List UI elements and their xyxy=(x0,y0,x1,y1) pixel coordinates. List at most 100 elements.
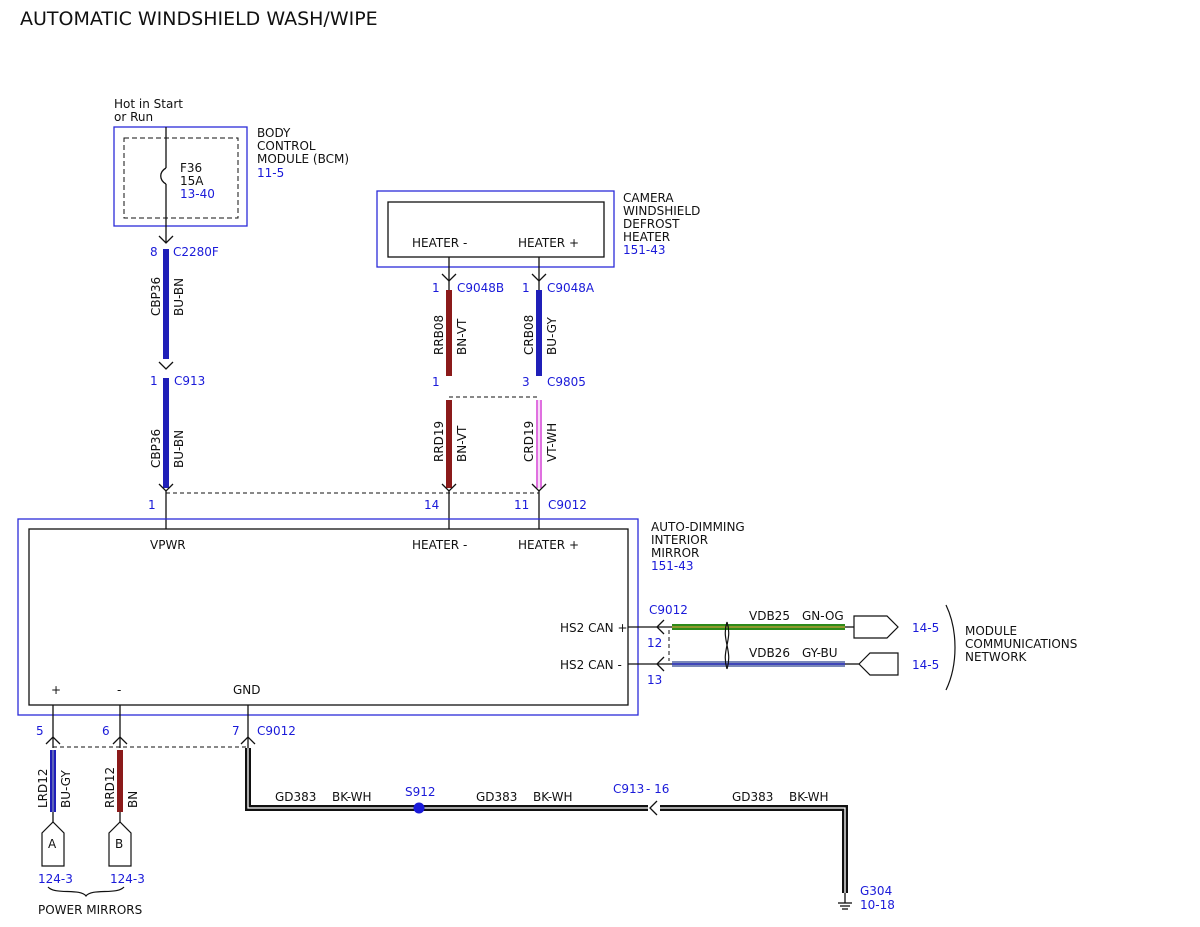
can-pos-offpage-arrow[interactable] xyxy=(853,615,899,639)
gd383-b-color: BK-WH xyxy=(533,790,573,804)
c9012-can-pos-symbol xyxy=(656,619,665,635)
c9012-pin-plus: 5 xyxy=(36,724,44,738)
gd383-stripe-to-c913 xyxy=(247,748,648,809)
bcm-name-line1: BODY xyxy=(257,126,291,140)
c9012-can-name[interactable]: C9012 xyxy=(649,603,688,617)
c9012-plus-symbol xyxy=(45,736,61,745)
c9012-can-pin-pos: 12 xyxy=(647,636,662,650)
rrd12-circuit: RRD12 xyxy=(103,767,117,808)
c2280f-name[interactable]: C2280F xyxy=(173,245,219,259)
mirror-name-line1: AUTO-DIMMING xyxy=(651,520,745,534)
camera-heater-ref[interactable]: 151-43 xyxy=(623,243,666,257)
camera-heater-pin-pos: HEATER + xyxy=(518,236,579,250)
c9012-pin-vpwr: 1 xyxy=(148,498,156,512)
c9012-pin-gnd: 7 xyxy=(232,724,240,738)
fuse-id: F36 xyxy=(180,161,202,175)
c913-connector-symbol xyxy=(158,361,174,370)
c9048a-pin: 1 xyxy=(522,281,530,295)
c913-name[interactable]: C913 xyxy=(174,374,205,388)
mirror-connector-a[interactable] xyxy=(41,821,65,867)
cbp36-lower-circuit: CBP36 xyxy=(149,429,163,468)
c9048a-connector-symbol xyxy=(531,273,547,282)
fuse-rating: 15A xyxy=(180,174,204,188)
crd19-circuit: CRD19 xyxy=(522,421,536,462)
c9012-pin-heater-pos: 11 xyxy=(514,498,529,512)
gd383-a-color: BK-WH xyxy=(332,790,372,804)
c9805-pin-b: 3 xyxy=(522,375,530,389)
power-source-line1: Hot in Start xyxy=(114,97,183,111)
mirror-pin-can-neg: HS2 CAN - xyxy=(560,658,622,672)
gd383-wire-to-ground xyxy=(660,805,848,893)
s912-splice-name[interactable]: S912 xyxy=(405,785,436,799)
cbp36-upper-circuit: CBP36 xyxy=(149,277,163,316)
mirror-pin-minus: - xyxy=(117,683,121,697)
can-pos-ref[interactable]: 14-5 xyxy=(912,621,939,635)
c913-gnd-name[interactable]: C913 xyxy=(613,782,644,796)
rrd12-color: BN xyxy=(126,791,140,808)
rrd19-circuit: RRD19 xyxy=(432,421,446,462)
mirror-connector-b-label: B xyxy=(115,837,123,851)
c913-pin: 1 xyxy=(150,374,158,388)
c9048a-name[interactable]: C9048A xyxy=(547,281,595,295)
c2280f-connector-symbol xyxy=(158,235,174,244)
lrd12-circuit: LRD12 xyxy=(36,768,50,808)
mirror-connector-a-label: A xyxy=(48,837,57,851)
crb08-circuit: CRB08 xyxy=(522,315,536,355)
c9805-name[interactable]: C9805 xyxy=(547,375,586,389)
c9012-can-pin-neg: 13 xyxy=(647,673,662,687)
camera-heater-name-line2: WINDSHIELD xyxy=(623,204,700,218)
mirror-pin-gnd: GND xyxy=(233,683,261,697)
camera-heater-name-line3: DEFROST xyxy=(623,217,680,231)
c9048b-name[interactable]: C9048B xyxy=(457,281,504,295)
mirror-pin-can-pos: HS2 CAN + xyxy=(560,621,628,635)
bcm-ref[interactable]: 11-5 xyxy=(257,166,284,180)
s912-splice-dot[interactable] xyxy=(413,802,425,814)
mirror-ref[interactable]: 151-43 xyxy=(651,559,694,573)
can-neg-ref[interactable]: 14-5 xyxy=(912,658,939,672)
mirror-connector-b[interactable] xyxy=(108,821,132,867)
crd19-color: VT-WH xyxy=(545,423,559,462)
c9012-minus-symbol xyxy=(112,736,128,745)
ground-ref[interactable]: 10-18 xyxy=(860,898,895,912)
bcm-inner-box xyxy=(123,137,239,219)
network-line1: MODULE xyxy=(965,624,1017,638)
vdb26-circuit: VDB26 xyxy=(749,646,790,660)
camera-heater-module-box[interactable] xyxy=(376,190,615,268)
power-mirrors-label: POWER MIRRORS xyxy=(38,903,142,917)
mirror-connector-a-ref[interactable]: 124-3 xyxy=(38,872,73,886)
network-line3: NETWORK xyxy=(965,650,1028,664)
camera-heater-inner-box xyxy=(387,201,605,258)
c9012-top-name[interactable]: C9012 xyxy=(548,498,587,512)
gd383-c-color: BK-WH xyxy=(789,790,829,804)
rrb08-circuit: RRB08 xyxy=(432,315,446,355)
vdb26-color: GY-BU xyxy=(802,646,838,660)
gd383-b-circuit: GD383 xyxy=(476,790,517,804)
mirror-connector-b-ref[interactable]: 124-3 xyxy=(110,872,145,886)
c9012-gnd-symbol xyxy=(240,736,256,745)
bcm-name-line2: CONTROL xyxy=(257,139,316,153)
gd383-stripe-to-ground xyxy=(660,807,846,893)
fuse-symbol xyxy=(160,167,167,185)
fuse-ref[interactable]: 13-40 xyxy=(180,187,215,201)
power-source-line2: or Run xyxy=(114,110,153,124)
gd383-c-circuit: GD383 xyxy=(732,790,773,804)
c9805-pin-a: 1 xyxy=(432,375,440,389)
ground-name[interactable]: G304 xyxy=(860,884,892,898)
camera-heater-pin-neg: HEATER - xyxy=(412,236,467,250)
c9012-bottom-name[interactable]: C9012 xyxy=(257,724,296,738)
camera-heater-name-line1: CAMERA xyxy=(623,191,674,205)
cbp36-lower-color: BU-BN xyxy=(172,430,186,468)
network-brace xyxy=(945,604,956,691)
c9048b-pin: 1 xyxy=(432,281,440,295)
mirror-name-line2: INTERIOR xyxy=(651,533,708,547)
c9012-can-neg-symbol xyxy=(656,656,665,672)
camera-heater-name-line4: HEATER xyxy=(623,230,670,244)
can-neg-offpage-arrow[interactable] xyxy=(858,652,899,676)
bcm-module-box[interactable] xyxy=(113,126,248,227)
cbp36-upper-color: BU-BN xyxy=(172,278,186,316)
power-mirrors-brace xyxy=(47,886,125,897)
vdb25-circuit: VDB25 xyxy=(749,609,790,623)
mirror-pin-heater-neg: HEATER - xyxy=(412,538,467,552)
rrd19-color: BN-VT xyxy=(455,425,469,462)
mirror-module-box[interactable] xyxy=(17,518,639,716)
